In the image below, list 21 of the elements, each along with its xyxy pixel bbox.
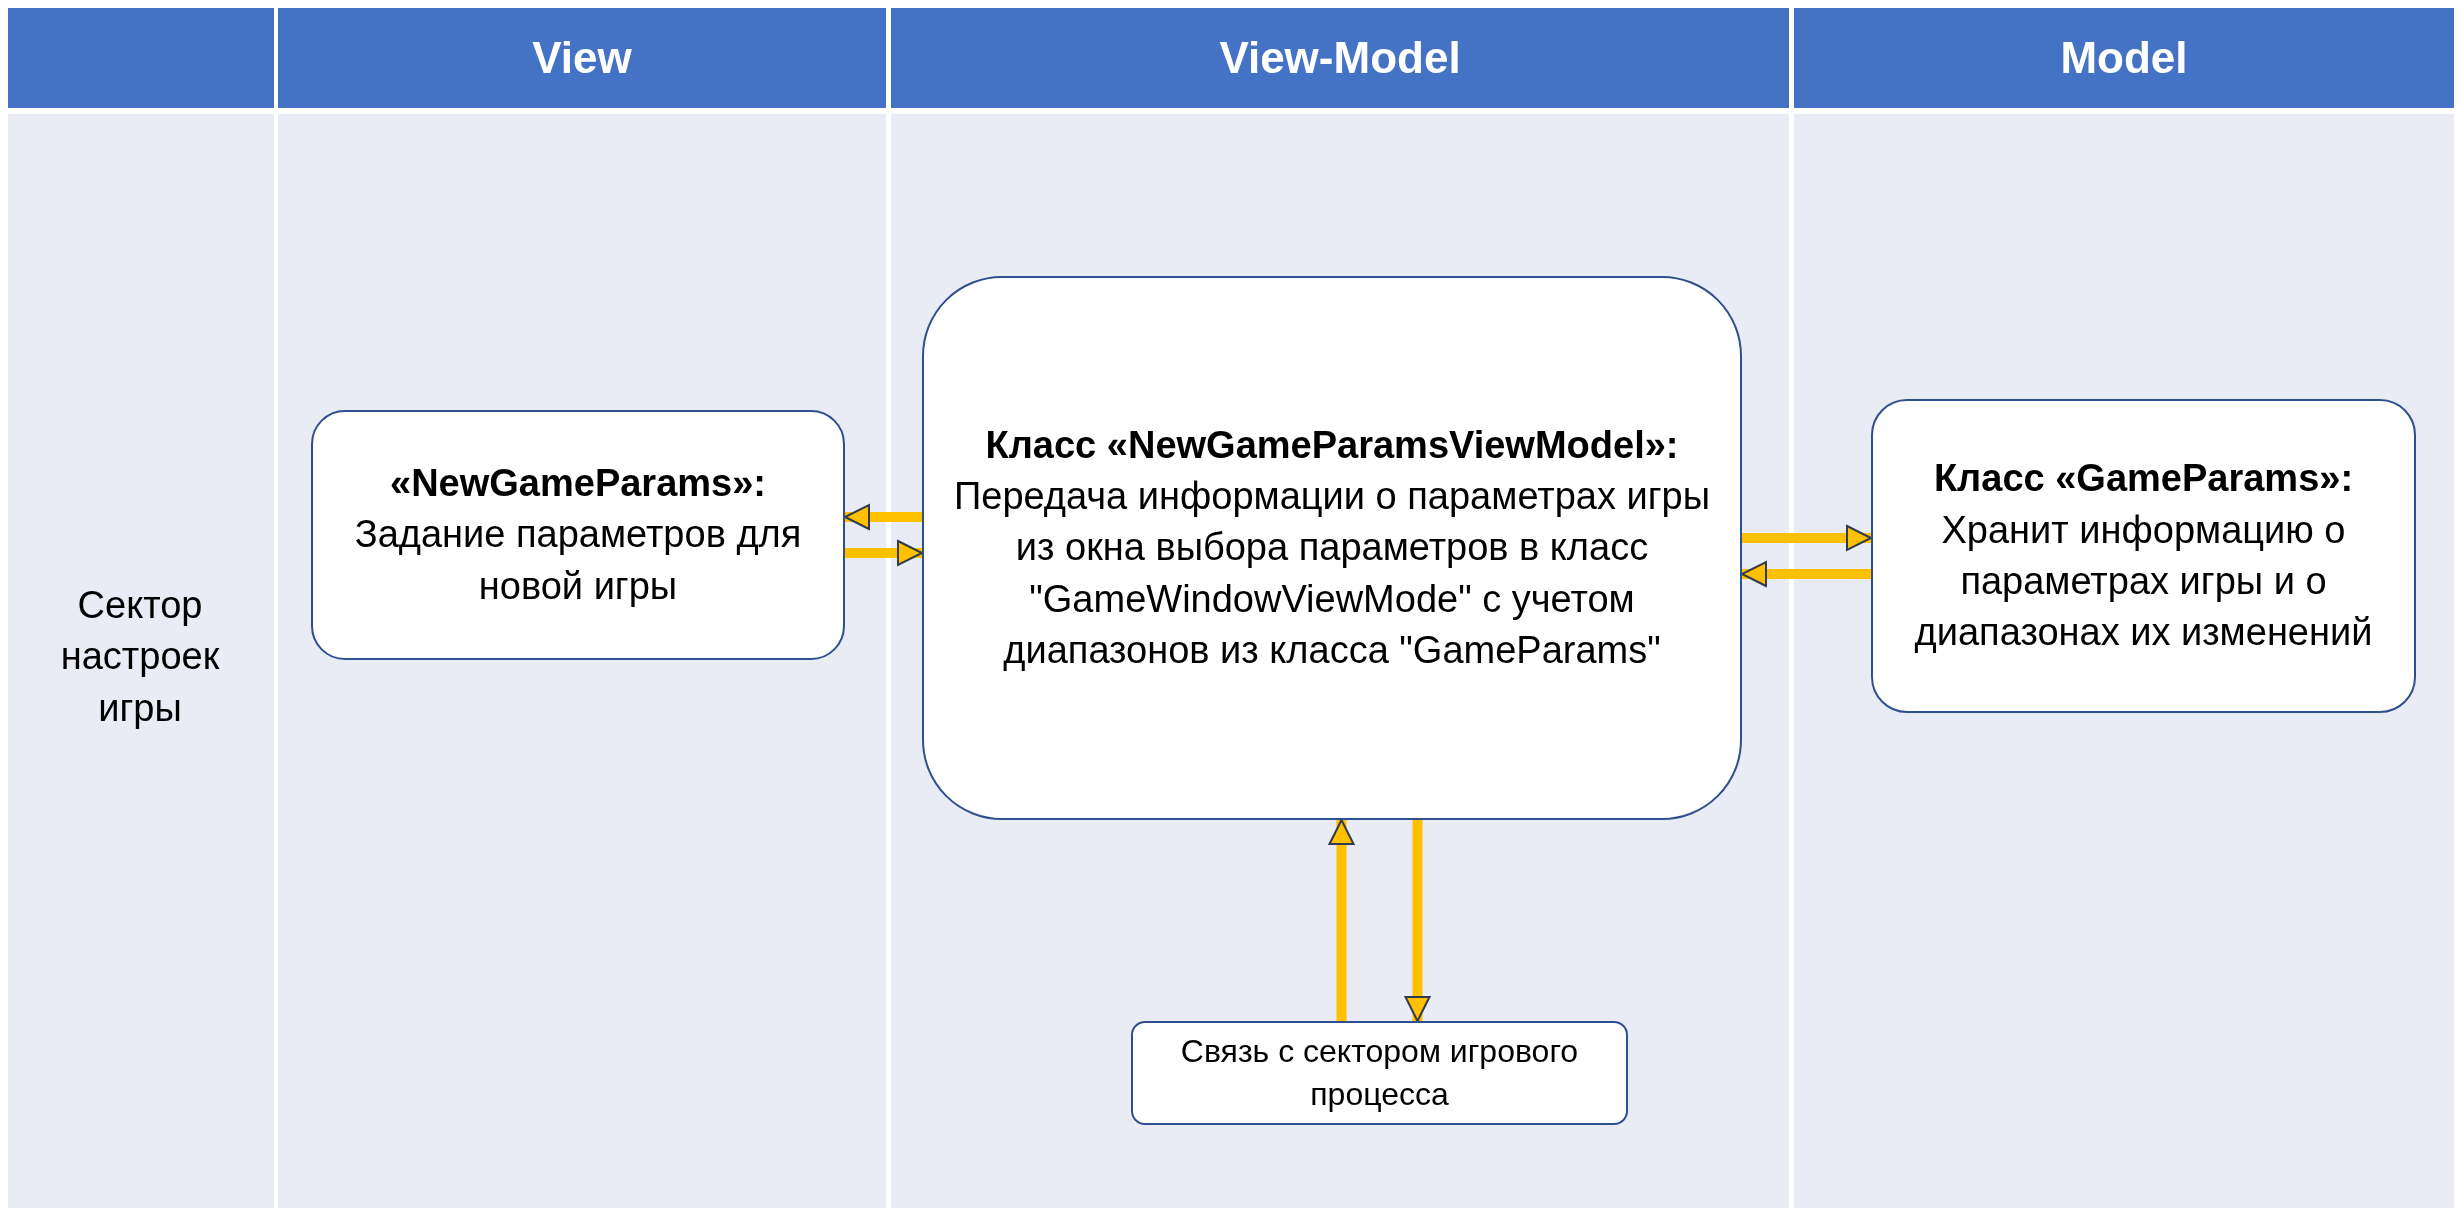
node-heading: Класс «GameParams»: <box>1933 456 2354 502</box>
arrow <box>845 540 923 566</box>
row-label: Сектор настроек игры <box>59 583 221 731</box>
process-box <box>311 410 845 660</box>
column-header: View-Model <box>891 8 1789 108</box>
process-box <box>1871 399 2416 713</box>
node-text: Хранит информацию о параметрах игры и о диапазонах их изменений <box>1913 507 2374 656</box>
process-box <box>1131 1021 1628 1125</box>
arrow <box>1404 820 1431 1022</box>
column-header: View <box>278 8 886 108</box>
arrow <box>844 504 922 530</box>
arrow <box>1328 819 1355 1021</box>
column-header: Model <box>1794 8 2454 108</box>
arrow <box>1741 561 1871 587</box>
node-text: Задание параметров для новой игры <box>353 512 803 609</box>
arrow <box>1742 525 1872 551</box>
process-box <box>922 276 1742 820</box>
node-text: Передача информации о параметрах игры из окна выбора параметров в класс "GameWindowViewMode" с учетом диапазонов из класса "GameParams" <box>952 474 1712 673</box>
node-heading: Класс «NewGameParamsViewModel»: <box>985 422 1679 468</box>
node-heading: «NewGameParams»: <box>390 461 766 507</box>
node-text: Связь с сектором игрового процесса <box>1179 1031 1580 1114</box>
